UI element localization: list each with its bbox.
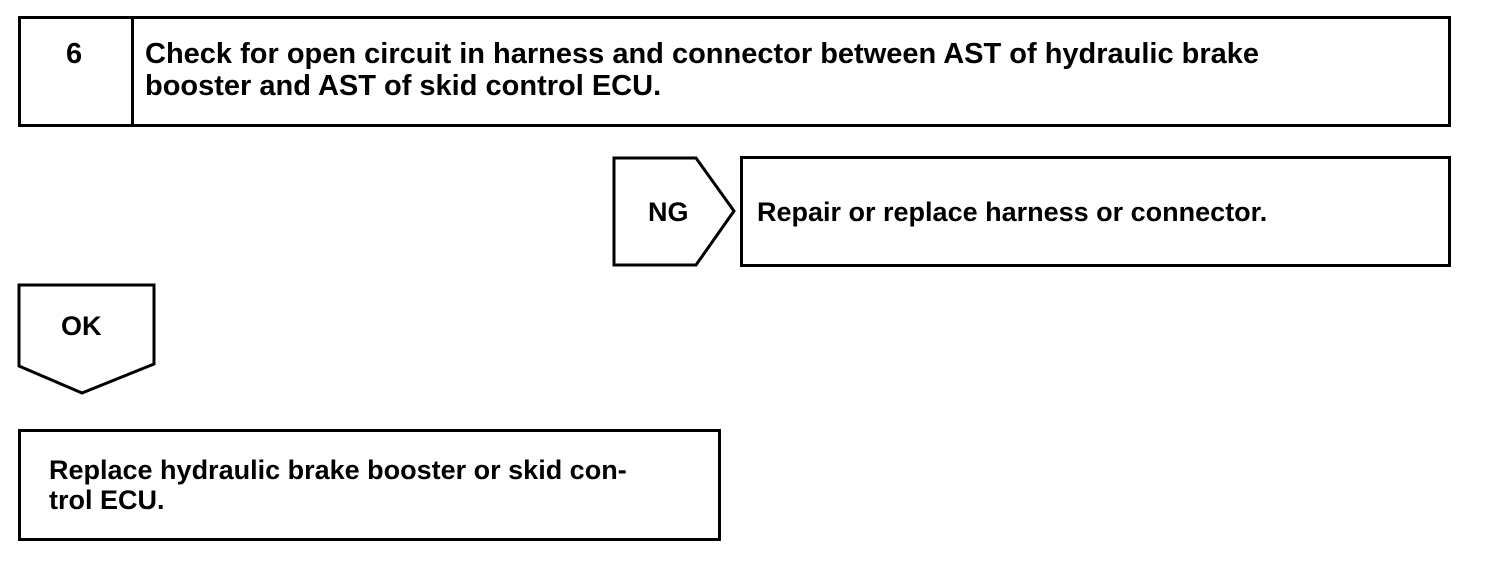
ng-arrow-shape (612, 156, 736, 267)
ok-action-line-1: Replace hydraulic brake booster or skid … (49, 455, 627, 485)
ng-action-text: Repair or replace harness or connector. (757, 197, 1268, 227)
step-box (18, 16, 1451, 127)
ok-arrow-shape (17, 283, 156, 395)
step-title-line-2: booster and AST of skid control ECU. (145, 70, 662, 102)
ok-action-box (18, 429, 721, 541)
ok-action-line-2: trol ECU. (49, 485, 165, 515)
step-number: 6 (66, 38, 83, 70)
ng-label: NG (648, 197, 689, 227)
step-number-divider (131, 19, 134, 124)
step-title-line-1: Check for open circuit in harness and co… (145, 38, 1260, 70)
ng-action-box (740, 156, 1451, 267)
ok-label: OK (61, 311, 102, 341)
